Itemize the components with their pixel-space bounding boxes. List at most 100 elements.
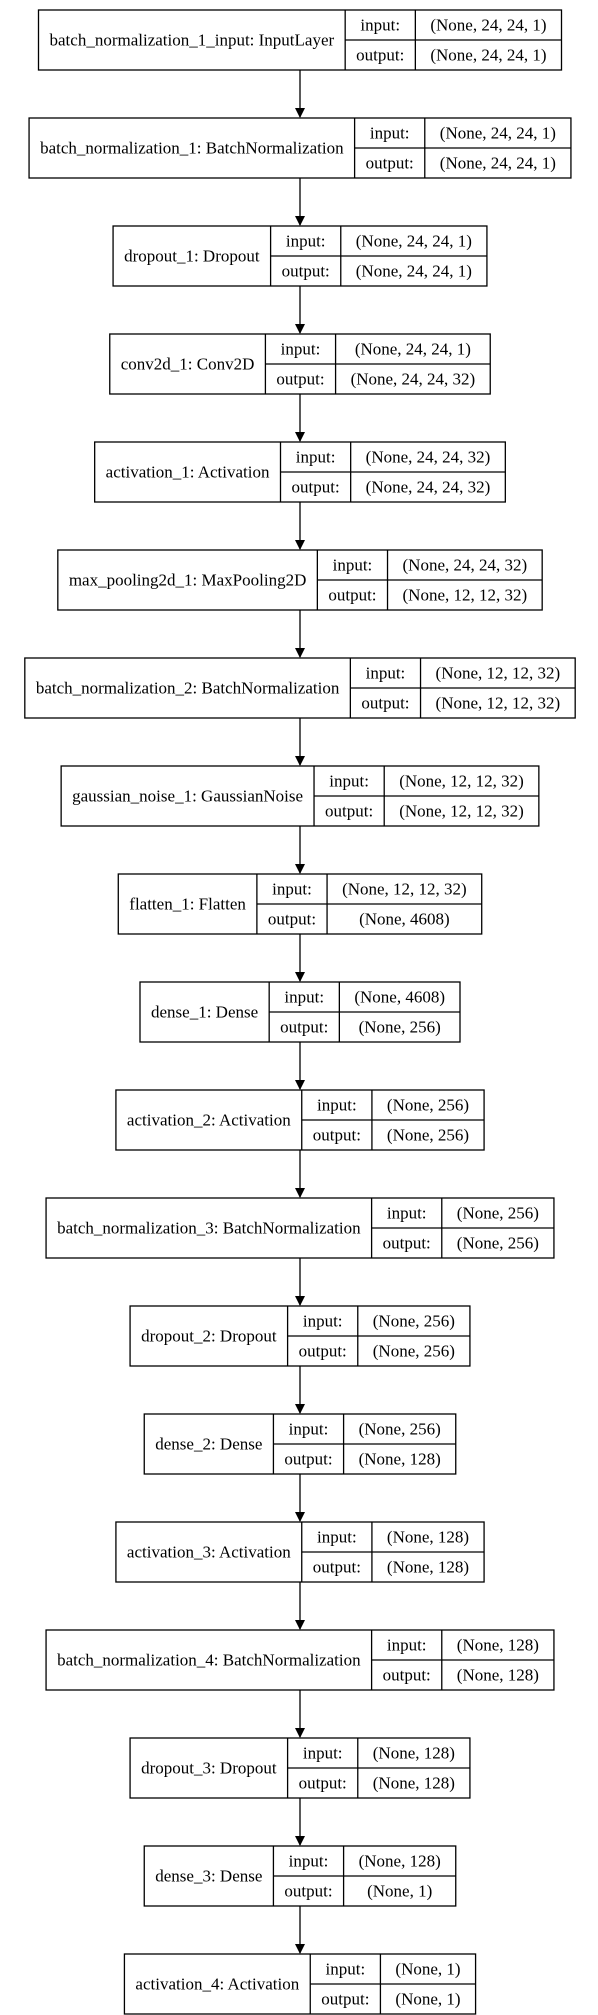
output-shape: (None, 128) bbox=[457, 1666, 539, 1685]
input-shape: (None, 256) bbox=[359, 1420, 441, 1439]
input-shape: (None, 24, 24, 1) bbox=[440, 124, 556, 143]
output-shape: (None, 24, 24, 1) bbox=[430, 46, 546, 65]
output-label: output: bbox=[282, 262, 330, 281]
input-label: input: bbox=[329, 772, 369, 791]
input-shape: (None, 12, 12, 32) bbox=[399, 772, 524, 791]
layer-node: dropout_3: Dropout input: output: (None, 12… bbox=[129, 1737, 471, 1799]
input-label: input: bbox=[326, 1960, 366, 1979]
input-shape: (None, 4608) bbox=[354, 988, 445, 1007]
layer-node: dropout_1: Dropout input: output: (None, 24… bbox=[112, 225, 488, 287]
output-label: output: bbox=[313, 1558, 361, 1577]
output-label: output: bbox=[361, 694, 409, 713]
output-label: output: bbox=[383, 1234, 431, 1253]
layer-nodes: batch_normalization_1_input: InputLayer i… bbox=[24, 9, 576, 2015]
output-shape: (None, 24, 24, 1) bbox=[440, 154, 556, 173]
layer-name: dropout_2: Dropout bbox=[141, 1327, 277, 1346]
layer-name: dense_3: Dense bbox=[155, 1867, 262, 1886]
layer-node: conv2d_1: Conv2D input: output: (None, 24, … bbox=[109, 333, 491, 395]
input-label: input: bbox=[281, 340, 321, 359]
layer-node: dense_3: Dense input: output: (None, 128) (N… bbox=[143, 1845, 457, 1907]
layer-name: batch_normalization_1_input: InputLayer bbox=[50, 31, 335, 50]
output-shape: (None, 128) bbox=[373, 1774, 455, 1793]
output-label: output: bbox=[299, 1342, 347, 1361]
input-shape: (None, 256) bbox=[387, 1096, 469, 1115]
output-label: output: bbox=[366, 154, 414, 173]
output-shape: (None, 256) bbox=[387, 1126, 469, 1145]
input-shape: (None, 128) bbox=[359, 1852, 441, 1871]
input-shape: (None, 12, 12, 32) bbox=[342, 880, 467, 899]
input-label: input: bbox=[303, 1744, 343, 1763]
input-label: input: bbox=[317, 1096, 357, 1115]
output-shape: (None, 256) bbox=[359, 1018, 441, 1037]
layer-node: gaussian_noise_1: GaussianNoise input: out… bbox=[60, 765, 540, 827]
output-label: output: bbox=[313, 1126, 361, 1145]
layer-node: activation_3: Activationinput:output:(No… bbox=[115, 1521, 485, 1583]
input-label: input: bbox=[272, 880, 312, 899]
layer-name: batch_normalization_4: BatchNormalizatio… bbox=[57, 1651, 361, 1670]
layer-node: dense_1: Dense input: output: (None, 4608) (… bbox=[139, 981, 461, 1043]
output-label: output: bbox=[356, 46, 404, 65]
layer-name: conv2d_1: Conv2D bbox=[121, 355, 255, 374]
input-shape: (None, 256) bbox=[457, 1204, 539, 1223]
layer-name: activation_2: Activation bbox=[127, 1111, 291, 1130]
output-shape: (None, 12, 12, 32) bbox=[436, 694, 561, 713]
input-shape: (None, 128) bbox=[373, 1744, 455, 1763]
input-shape: (None, 24, 24, 1) bbox=[430, 16, 546, 35]
layer-name: dense_2: Dense bbox=[155, 1435, 262, 1454]
input-shape: (None, 256) bbox=[373, 1312, 455, 1331]
layer-name: gaussian_noise_1: GaussianNoise bbox=[72, 787, 303, 806]
output-label: output: bbox=[292, 478, 340, 497]
output-shape: (None, 128) bbox=[387, 1558, 469, 1577]
output-shape: (None, 4608) bbox=[359, 910, 450, 929]
layer-name: activation_1: Activation bbox=[106, 463, 270, 482]
input-shape: (None, 24, 24, 32) bbox=[366, 448, 491, 467]
input-label: input: bbox=[296, 448, 336, 467]
output-label: output: bbox=[328, 586, 376, 605]
input-label: input: bbox=[387, 1204, 427, 1223]
output-label: output: bbox=[321, 1990, 369, 2009]
input-label: input: bbox=[289, 1420, 329, 1439]
output-label: output: bbox=[325, 802, 373, 821]
input-label: input: bbox=[366, 664, 406, 683]
output-label: output: bbox=[284, 1882, 332, 1901]
input-shape: (None, 24, 24, 1) bbox=[356, 232, 472, 251]
output-shape: (None, 1) bbox=[367, 1882, 432, 1901]
layer-name: dropout_3: Dropout bbox=[141, 1759, 277, 1778]
output-label: output: bbox=[280, 1018, 328, 1037]
layer-name: dense_1: Dense bbox=[151, 1003, 258, 1022]
output-shape: (None, 256) bbox=[457, 1234, 539, 1253]
layer-node: batch_normalization_3: BatchNormalizatio… bbox=[45, 1197, 555, 1259]
input-label: input: bbox=[303, 1312, 343, 1331]
output-shape: (None, 24, 24, 32) bbox=[366, 478, 491, 497]
layer-node: batch_normalization_4: BatchNormalizatio… bbox=[45, 1629, 555, 1691]
layer-node: activation_2: Activation input: output: (No… bbox=[115, 1089, 485, 1151]
input-shape: (None, 24, 24, 1) bbox=[355, 340, 471, 359]
layer-name: batch_normalization_3: BatchNormalizatio… bbox=[57, 1219, 361, 1238]
input-label: input: bbox=[284, 988, 324, 1007]
layer-node: batch_normalization_1: BatchNormalizatio… bbox=[28, 117, 572, 179]
input-label: input: bbox=[286, 232, 326, 251]
output-shape: (None, 256) bbox=[373, 1342, 455, 1361]
layer-name: batch_normalization_1: BatchNormalizatio… bbox=[40, 139, 344, 158]
layer-node: batch_normalization_1_input: InputLayeri… bbox=[37, 9, 563, 71]
layer-node: dropout_2: Dropout input: output: (None, 25… bbox=[129, 1305, 471, 1367]
layer-node: activation_1: Activation input: output: (No… bbox=[94, 441, 506, 503]
input-label: input: bbox=[387, 1636, 427, 1655]
input-shape: (None, 24, 24, 32) bbox=[403, 556, 528, 575]
output-shape: (None, 12, 12, 32) bbox=[399, 802, 524, 821]
output-shape: (None, 1) bbox=[395, 1990, 460, 2009]
output-shape: (None, 24, 24, 32) bbox=[351, 370, 476, 389]
output-label: output: bbox=[299, 1774, 347, 1793]
output-label: output: bbox=[276, 370, 324, 389]
output-label: output: bbox=[284, 1450, 332, 1469]
layer-name: dropout_1: Dropout bbox=[124, 247, 260, 266]
layer-name: flatten_1: Flatten bbox=[129, 895, 246, 914]
input-shape: (None, 1) bbox=[395, 1960, 460, 1979]
input-shape: (None, 128) bbox=[457, 1636, 539, 1655]
input-label: input: bbox=[317, 1528, 357, 1547]
output-shape: (None, 12, 12, 32) bbox=[403, 586, 528, 605]
input-label: input: bbox=[289, 1852, 329, 1871]
layer-name: activation_4: Activation bbox=[135, 1975, 299, 1994]
